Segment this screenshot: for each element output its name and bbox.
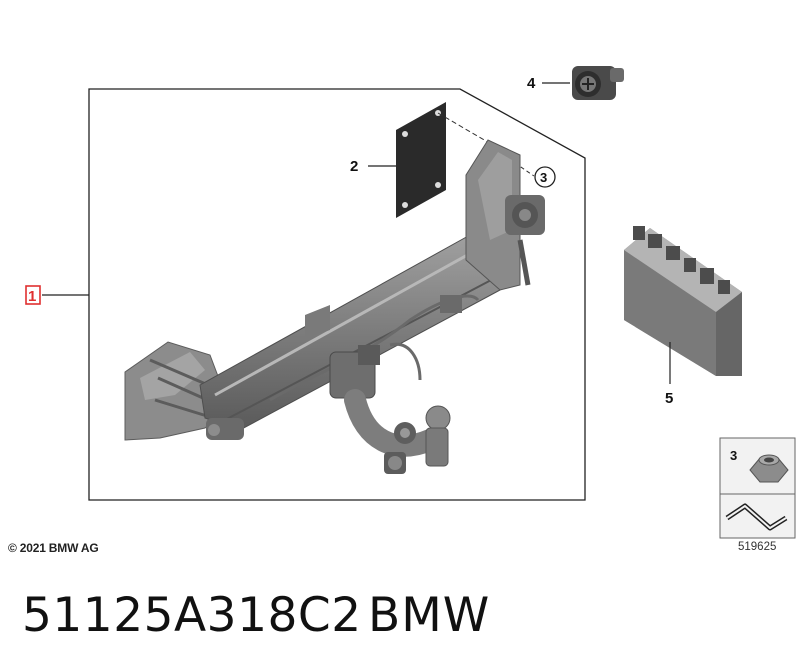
assembly-frame bbox=[88, 88, 586, 501]
legend-callout-3[interactable]: 3 bbox=[730, 448, 737, 463]
part-number: 51125A318C2 bbox=[22, 588, 362, 643]
gasket-hole bbox=[402, 202, 408, 208]
diagram-id: 519625 bbox=[738, 541, 777, 553]
brand-name: BMW bbox=[368, 588, 491, 643]
gasket-hole bbox=[402, 131, 408, 137]
gasket-part-2[interactable] bbox=[396, 102, 446, 218]
callout-3-circle[interactable] bbox=[534, 166, 556, 188]
callout-2[interactable]: 2 bbox=[350, 158, 358, 175]
arrow-symbol-icon bbox=[725, 503, 788, 531]
callout-3[interactable]: 3 bbox=[540, 170, 547, 185]
socket-part-4[interactable] bbox=[572, 66, 624, 100]
nut-icon bbox=[749, 454, 789, 483]
callout-1-highlight[interactable] bbox=[25, 285, 41, 305]
callout-5[interactable]: 5 bbox=[665, 390, 673, 407]
control-module-part-5[interactable] bbox=[624, 226, 742, 376]
callout-4[interactable]: 4 bbox=[527, 75, 536, 92]
callout-1[interactable]: 1 bbox=[28, 288, 36, 305]
gasket-hole bbox=[435, 182, 441, 188]
copyright-text: © 2021 BMW AG bbox=[8, 541, 99, 555]
tow-hitch-assembly[interactable] bbox=[124, 139, 545, 474]
